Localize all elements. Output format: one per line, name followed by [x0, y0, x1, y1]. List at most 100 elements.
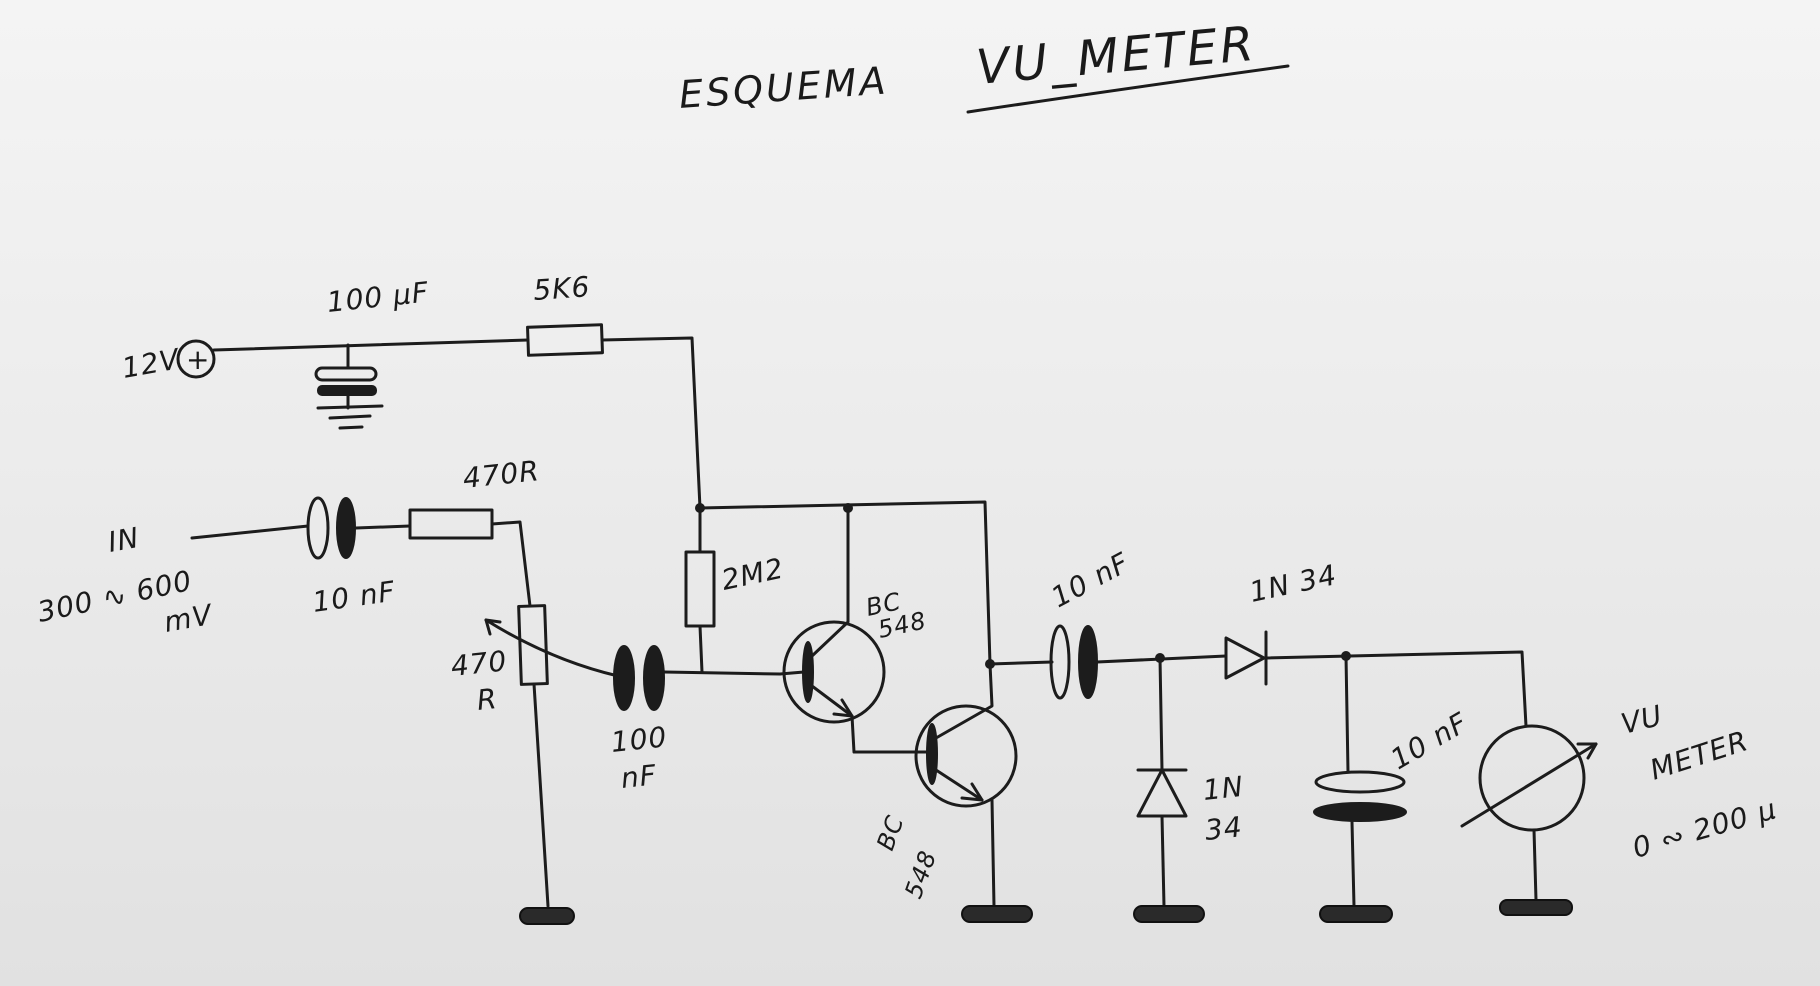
wire-input-to-cap: [190, 524, 310, 540]
wire-q2-to-ground: [990, 798, 996, 908]
shunt-diode-triangle: [1136, 768, 1188, 818]
input-label-unit: mV: [161, 598, 215, 639]
resistor-470r-body: [408, 508, 494, 540]
wire-top-rail: [698, 500, 992, 666]
wire-supply-to-5k6: [212, 338, 530, 352]
title-underline: [966, 64, 1290, 114]
capacitor-10nF-filter: 10 nF: [1313, 654, 1474, 908]
cap10nf-output-plate-left: [1049, 624, 1071, 700]
potentiometer-wiper: [484, 618, 620, 678]
cap10nf-output-label: 10 nF: [1046, 546, 1135, 614]
shunt-diode-label-type: 1N: [1201, 770, 1245, 807]
potentiometer-wiper-arrow: [484, 618, 502, 636]
cap100nf-plate-left: [613, 645, 635, 711]
ground-pad-meter: [1499, 899, 1573, 916]
wire-cap-to-base: [662, 670, 782, 676]
potentiometer-label-unit: R: [475, 682, 499, 717]
vu-meter-label-vu: VU: [1618, 699, 1666, 741]
supply-terminal-circle: [176, 339, 216, 379]
supply-terminal-plus: +: [186, 343, 210, 376]
cap100uf-plate-top: [314, 366, 378, 382]
cap10nf-input-plate-right: [336, 497, 356, 559]
ground-symbol-supply: [316, 404, 384, 430]
resistor-470r-label: 470R: [461, 454, 541, 495]
wire-2m2-to-base: [698, 624, 704, 674]
q2-emitter-arrow: [960, 782, 984, 802]
potentiometer-label-value: 470: [449, 644, 509, 683]
ground-pad-shunt-diode: [1133, 905, 1205, 923]
q1-emitter-lead: [810, 684, 854, 718]
vu-meter-label-range: 0 ∾ 200 μ: [1629, 792, 1781, 865]
cap100nf-label-value: 100: [609, 720, 669, 759]
wire-470r-to-pot: [490, 520, 532, 608]
resistor-2m2: 2M2: [684, 506, 787, 674]
ground-pad-q2: [961, 905, 1033, 923]
series-diode-label: 1N 34: [1247, 558, 1340, 609]
capacitor-100uF-supply: 100 μF: [314, 275, 430, 430]
wire-q1-emitter-to-q2-base: [850, 714, 906, 754]
transistor-q2-bc548: BC 548: [871, 662, 1018, 908]
series-diode-triangle: [1224, 636, 1266, 680]
title-group: ESQUEMA VU_METER: [678, 16, 1290, 117]
q2-base-bar: [926, 723, 938, 785]
vu-meter-circle: [1478, 724, 1586, 832]
wire-filter-cap-top: [1344, 654, 1350, 774]
cap10nf-input-label: 10 nF: [310, 575, 397, 619]
capacitor-10nF-output: 10 nF: [1046, 546, 1135, 700]
cap100uf-label: 100 μF: [325, 275, 430, 319]
q2-collector-lead: [934, 662, 994, 740]
wire-shunt-diode-to-ground: [1160, 814, 1166, 908]
q2-label-number: 548: [899, 847, 942, 902]
cap10nf-filter-label: 10 nF: [1385, 706, 1474, 776]
vu-meter-needle: [1460, 742, 1598, 828]
vu-meter: VU METER 0 ∾ 200 μ: [1460, 699, 1781, 902]
diode-1n34-shunt: 1N 34: [1136, 656, 1245, 908]
wire-filter-cap-to-ground: [1350, 820, 1356, 908]
q2-emitter-lead: [934, 768, 984, 802]
resistor-2m2-body: [684, 550, 716, 628]
resistor-5k6: 5K6: [526, 270, 604, 357]
input-label-group: IN 300 ∿ 600 mV: [35, 521, 216, 639]
q1-collector-lead: [810, 506, 850, 658]
q1-emitter-arrow: [832, 698, 854, 718]
supply-terminal: + 12V: [119, 339, 216, 385]
vu-meter-needle-arrow: [1576, 742, 1598, 760]
capacitor-10nF-input: 10 nF: [306, 496, 398, 619]
cap100nf-plate-right: [643, 645, 665, 711]
q2-envelope: [914, 704, 1018, 808]
vu-meter-label-meter: METER: [1646, 724, 1752, 787]
title-main: VU_METER: [974, 16, 1259, 96]
potentiometer-470r: 470 R: [449, 604, 620, 908]
supply-voltage-label: 12V: [119, 342, 182, 385]
cap100nf-label-unit: nF: [619, 758, 658, 795]
cap10nf-output-plate-right: [1078, 625, 1098, 699]
wire-diode-to-meter: [1264, 650, 1528, 728]
input-label-in: IN: [105, 521, 141, 559]
q1-envelope: [782, 620, 886, 724]
transistor-q1-bc548: BC 548: [778, 506, 929, 754]
q1-base-lead: [778, 670, 806, 676]
resistor-470r-series: 470R: [408, 454, 541, 540]
wire-pot-to-ground: [532, 682, 550, 908]
wire-shunt-diode-top: [1158, 656, 1164, 772]
q2-label-family: BC: [871, 811, 909, 854]
resistor-5k6-body: [526, 323, 604, 357]
cap100uf-plate-bottom: [317, 385, 377, 396]
cap10nf-filter-plate-top: [1314, 770, 1406, 794]
ground-pad-pot: [519, 907, 575, 925]
resistor-5k6-label: 5K6: [532, 270, 591, 307]
diode-1n34-series: 1N 34: [1224, 558, 1340, 686]
cap10nf-filter-plate-bottom: [1313, 802, 1407, 822]
wire-cap-to-470r: [354, 524, 412, 530]
shunt-diode-label-number: 34: [1203, 810, 1244, 847]
cap10nf-input-plate-left: [306, 496, 330, 560]
ground-pad-filter-cap: [1319, 905, 1393, 923]
wire-meter-to-ground: [1532, 828, 1538, 902]
title-prefix: ESQUEMA: [678, 58, 890, 117]
wire-5k6-to-node: [600, 336, 702, 510]
resistor-2m2-label: 2M2: [719, 552, 787, 597]
capacitor-100nF-coupling: 100 nF: [609, 645, 669, 795]
wire-output-to-cap: [988, 660, 1054, 666]
